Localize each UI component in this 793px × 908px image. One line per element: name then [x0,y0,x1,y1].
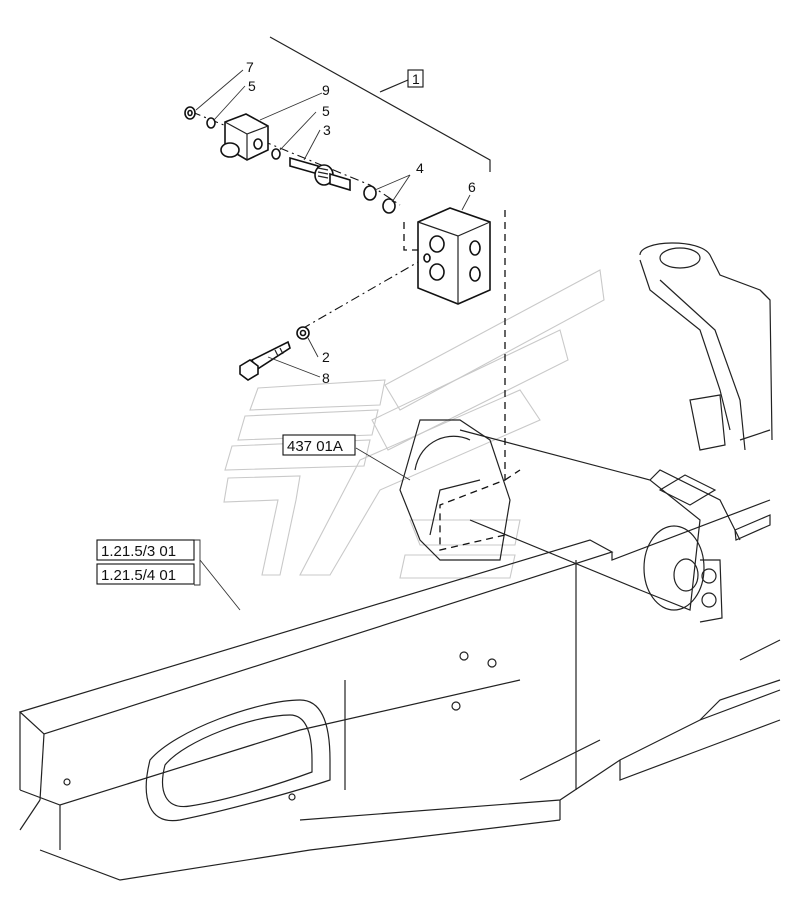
callout-2: 2 [322,349,330,365]
reference-1-21-5-4-label: 1.21.5/4 01 [101,567,176,584]
part-3-fitting [289,156,351,192]
part-2-washer [296,326,310,340]
callout-4: 4 [416,160,424,176]
assembly-number: 1 [412,71,420,87]
assembly-bracket [269,36,491,172]
part-8-bolt [239,340,291,381]
part-7-nut [184,106,196,120]
watermark-logo [223,269,605,579]
callout-5a: 5 [248,78,256,94]
callout-5b: 5 [322,103,330,119]
callout-7: 7 [246,59,254,75]
part-5-washer-second [271,148,281,160]
assembly-dashed-outline [403,210,521,551]
assembly-label-1: 1 [407,69,424,88]
reference-1-21-5-3-label: 1.21.5/3 01 [101,543,176,560]
part-9-block [220,113,269,161]
leader-lines [194,69,471,611]
reference-437-label: 437 01A [287,438,343,455]
part-4-orings [363,185,396,214]
reference-1-21-5-4-01[interactable]: 1.21.5/4 01 [96,563,195,585]
reference-1-21-5-3-01[interactable]: 1.21.5/3 01 [96,539,195,561]
machine-frame [18,242,781,881]
part-6-valve-block [417,207,491,305]
callout-8: 8 [322,370,330,386]
reference-437-01a[interactable]: 437 01A [282,434,356,456]
callout-numbers: 7 5 9 5 3 4 6 2 8 [246,59,476,386]
part-5-washer [206,117,216,129]
callout-3: 3 [323,122,331,138]
callout-6: 6 [468,179,476,195]
callout-9: 9 [322,82,330,98]
